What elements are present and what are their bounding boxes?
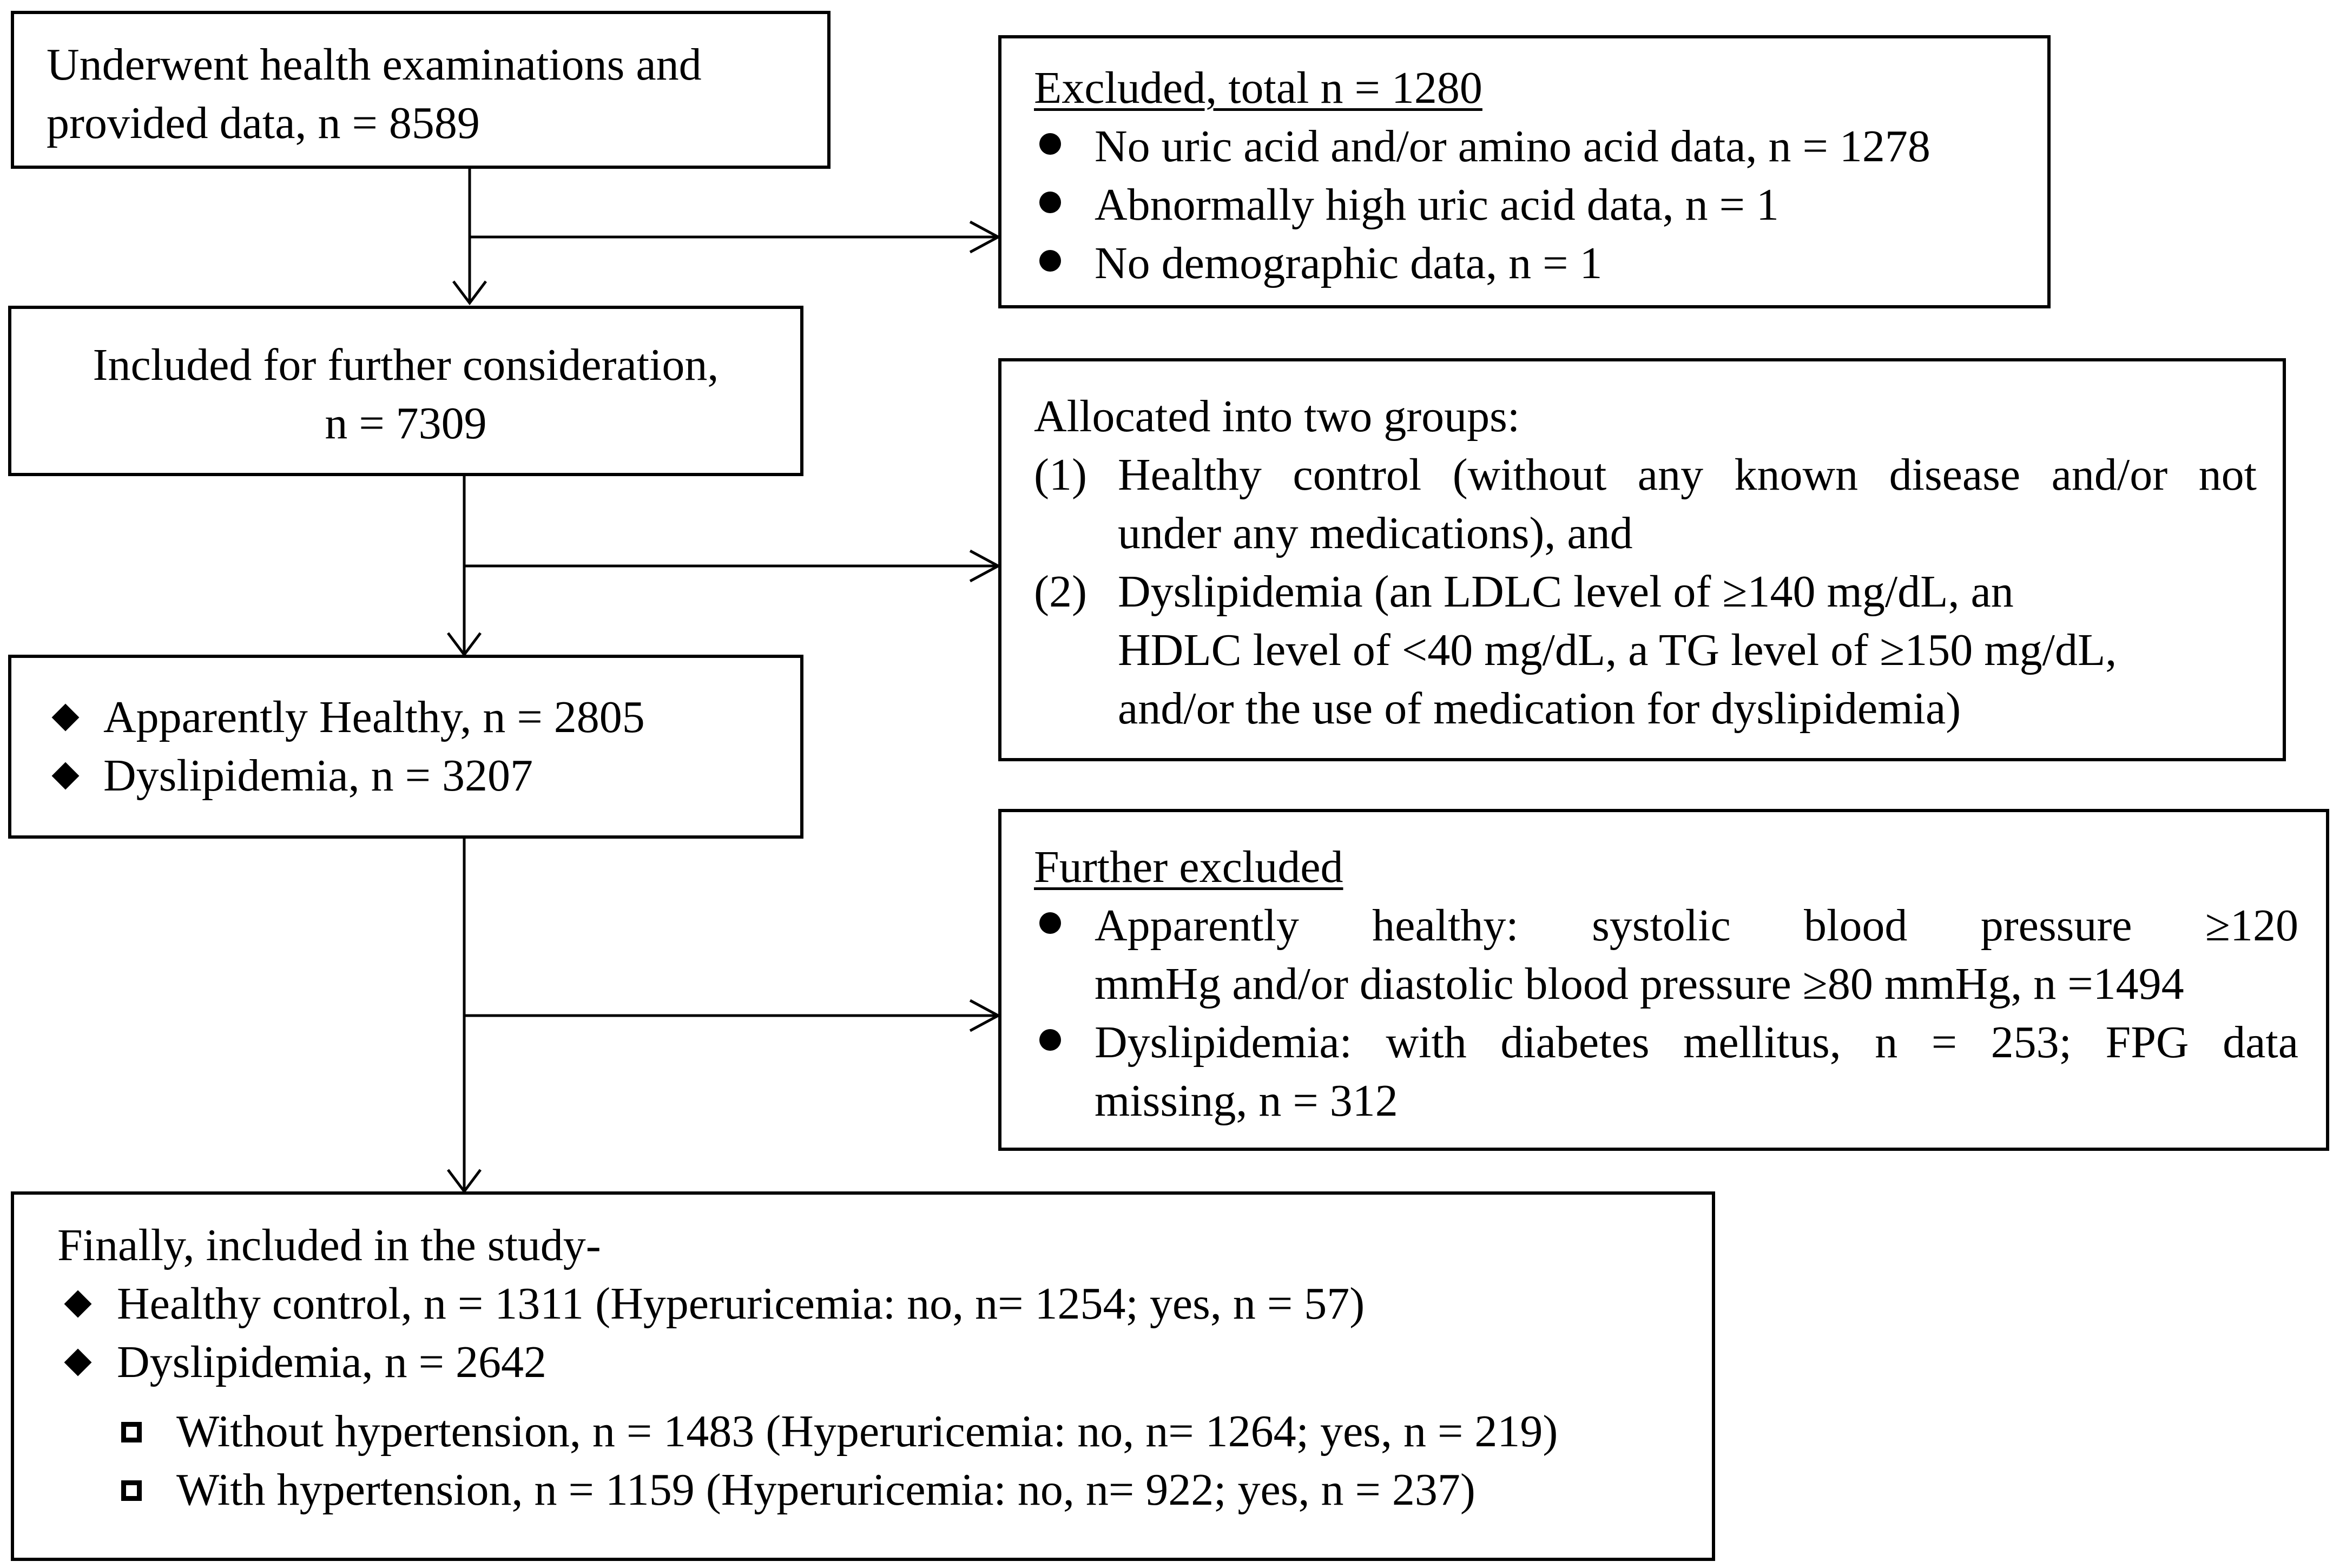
box-final-included: Finally, included in the study- Healthy … xyxy=(11,1191,1715,1561)
excluded-item-2: Abnormally high uric acid data, n = 1 xyxy=(1095,180,1780,230)
bullet-diamond-icon xyxy=(64,1290,92,1318)
box-included-further-line1: Included for further consideration, xyxy=(93,340,719,390)
box-groups: Apparently Healthy, n = 2805 Dyslipidemi… xyxy=(8,655,803,839)
allocated-item1-line1: Healthy control (without any known disea… xyxy=(1118,450,2257,500)
further-excluded-item1-line1: Apparently healthy: systolic blood press… xyxy=(1095,900,2298,951)
final-healthy-control: Healthy control, n = 1311 (Hyperuricemia… xyxy=(117,1279,1365,1329)
further-excluded-title: Further excluded xyxy=(1034,842,1343,892)
allocated-item2-line3: and/or the use of medication for dyslipi… xyxy=(1118,683,1961,734)
box-health-examinations: Underwent health examinations and provid… xyxy=(11,11,831,169)
box-included-further: Included for further consideration, n = … xyxy=(8,306,803,476)
bullet-dot-icon xyxy=(1039,1029,1061,1051)
excluded-item-3: No demographic data, n = 1 xyxy=(1095,238,1603,288)
group-apparently-healthy: Apparently Healthy, n = 2805 xyxy=(103,692,645,742)
further-excluded-item1-line2: mmHg and/or diastolic blood pressure ≥80… xyxy=(1095,959,2184,1009)
allocated-item2-line1: Dyslipidemia (an LDLC level of ≥140 mg/d… xyxy=(1118,566,2014,617)
box-allocated-groups: Allocated into two groups: (1) Healthy c… xyxy=(998,358,2286,761)
final-without-hypertension: Without hypertension, n = 1483 (Hyperuri… xyxy=(176,1406,1558,1457)
allocated-item1-number: (1) xyxy=(1034,450,1087,500)
box-included-further-line2: n = 7309 xyxy=(325,398,487,449)
allocated-item2-number: (2) xyxy=(1034,566,1087,617)
final-dyslipidemia: Dyslipidemia, n = 2642 xyxy=(117,1337,546,1387)
bullet-dot-icon xyxy=(1039,912,1061,934)
bullet-square-icon xyxy=(121,1480,142,1501)
box-health-examinations-line2: provided data, n = 8589 xyxy=(47,98,480,148)
group-dyslipidemia: Dyslipidemia, n = 3207 xyxy=(103,750,533,801)
box-further-excluded: Further excluded Apparently healthy: sys… xyxy=(998,809,2329,1151)
further-excluded-item2-line2: missing, n = 312 xyxy=(1095,1076,1398,1126)
bullet-dot-icon xyxy=(1039,192,1061,213)
bullet-dot-icon xyxy=(1039,133,1061,155)
bullet-diamond-icon xyxy=(51,703,80,732)
bullet-square-icon xyxy=(121,1422,142,1442)
allocated-item2-line2: HDLC level of <40 mg/dL, a TG level of ≥… xyxy=(1118,625,2117,675)
excluded-title: Excluded, total n = 1280 xyxy=(1034,63,1482,113)
allocated-item1-line2: under any medications), and xyxy=(1118,508,1633,558)
bullet-diamond-icon xyxy=(64,1348,92,1376)
box-health-examinations-line1: Underwent health examinations and xyxy=(47,39,702,90)
bullet-diamond-icon xyxy=(51,762,80,790)
box-excluded: Excluded, total n = 1280 No uric acid an… xyxy=(998,35,2051,308)
allocated-title: Allocated into two groups: xyxy=(1034,391,1520,442)
final-title: Finally, included in the study- xyxy=(57,1220,601,1270)
arrowhead-b2 xyxy=(452,280,487,306)
bullet-dot-icon xyxy=(1039,250,1061,272)
excluded-item-1: No uric acid and/or amino acid data, n =… xyxy=(1095,121,1930,172)
final-with-hypertension: With hypertension, n = 1159 (Hyperuricem… xyxy=(176,1465,1475,1515)
further-excluded-item2-line1: Dyslipidemia: with diabetes mellitus, n … xyxy=(1095,1017,2298,1068)
